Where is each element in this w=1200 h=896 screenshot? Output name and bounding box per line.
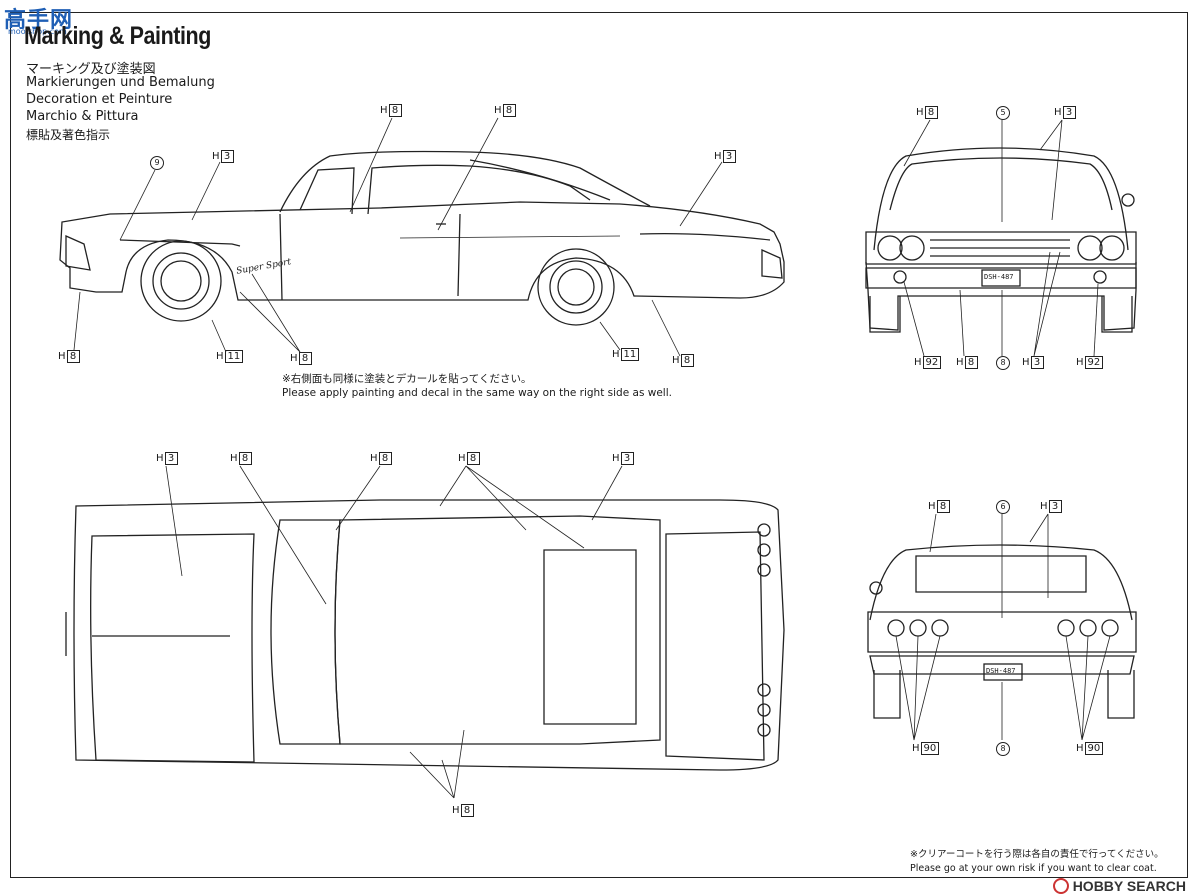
rear-view-car [867,544,1137,719]
logo-mark-icon [1052,878,1069,894]
subtitle-jp: マーキング及び塗装図 [26,62,156,77]
rear-view-leaders [895,513,1111,741]
top-view-car [65,499,785,771]
footer-note-en: Please go at your own risk if you want t… [910,863,1157,874]
footer-note-jp: ※クリアーコートを行う際は各自の責任で行ってください。 [910,849,1164,860]
front-license-plate: DSH-487 [984,273,1014,281]
subtitle-it: Marchio & Pittura [26,109,139,124]
page-frame [10,12,1188,878]
circle-label-5: 5 [996,106,1010,120]
circle-label-6: 6 [996,500,1010,514]
page-title: Marking & Painting [24,22,211,50]
hobby-search-logo: HOBBY SEARCH [1052,878,1186,894]
circle-label-8: 8 [996,742,1010,756]
subtitle-fr: Decoration et Peinture [26,92,173,107]
watermark-url: moo.shop.com [8,27,67,36]
rear-license-plate: DSH-487 [986,667,1016,675]
side-view-car [59,150,785,326]
front-view-car [865,147,1137,333]
subtitle-de: Markierungen und Bemalung [26,75,215,90]
side-note-jp: ※右側面も同様に塗装とデカールを貼ってください。 [282,373,532,385]
side-note-en: Please apply painting and decal in the s… [282,387,672,399]
logo-text: HOBBY SEARCH [1072,878,1186,894]
top-view-leaders [165,465,623,799]
circle-label-9: 9 [150,156,164,170]
watermark-logo: 高手网 [4,7,74,32]
circle-label-8: 8 [996,356,1010,370]
front-view-leaders [903,119,1099,357]
side-view-leaders [73,117,723,357]
subtitle-cn: 標貼及著色指示 [26,128,111,142]
